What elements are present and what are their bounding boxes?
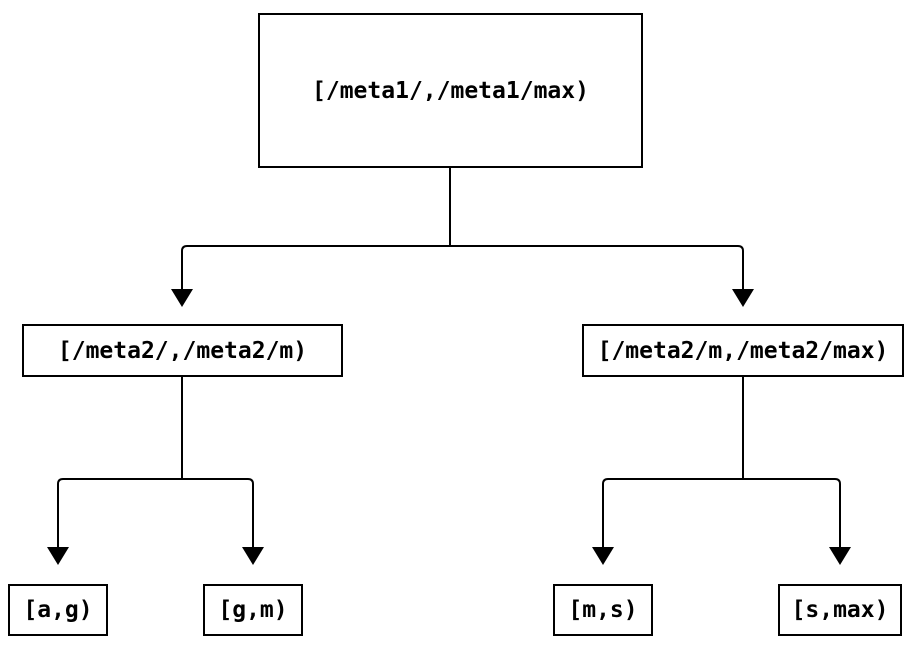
node-leaf-ms-label: [m,s) [568, 597, 638, 623]
arrowhead-leaf-ms [592, 547, 614, 565]
node-root-label: [/meta1/,/meta1/max) [312, 77, 589, 104]
arrowhead-leaf-gm [242, 547, 264, 565]
edge-meta2-high-branch [602, 478, 841, 547]
node-leaf-ms: [m,s) [553, 584, 653, 636]
edge-meta2-low-branch [57, 478, 254, 547]
node-leaf-smax-label: [s,max) [791, 597, 889, 623]
arrowhead-leaf-ag [47, 547, 69, 565]
node-root: [/meta1/,/meta1/max) [258, 13, 643, 168]
node-leaf-smax: [s,max) [778, 584, 902, 636]
arrowhead-leaf-smax [829, 547, 851, 565]
node-leaf-ag: [a,g) [8, 584, 108, 636]
node-meta2-low-label: [/meta2/,/meta2/m) [57, 337, 308, 364]
node-meta2-high-label: [/meta2/m,/meta2/max) [597, 337, 889, 364]
node-meta2-high: [/meta2/m,/meta2/max) [582, 324, 904, 377]
node-meta2-low: [/meta2/,/meta2/m) [22, 324, 343, 377]
node-leaf-gm-label: [g,m) [218, 597, 288, 623]
node-leaf-gm: [g,m) [203, 584, 303, 636]
arrowhead-meta2-low [171, 289, 193, 307]
edge-root-branch [181, 245, 744, 289]
arrowhead-meta2-high [732, 289, 754, 307]
node-leaf-ag-label: [a,g) [23, 597, 93, 623]
